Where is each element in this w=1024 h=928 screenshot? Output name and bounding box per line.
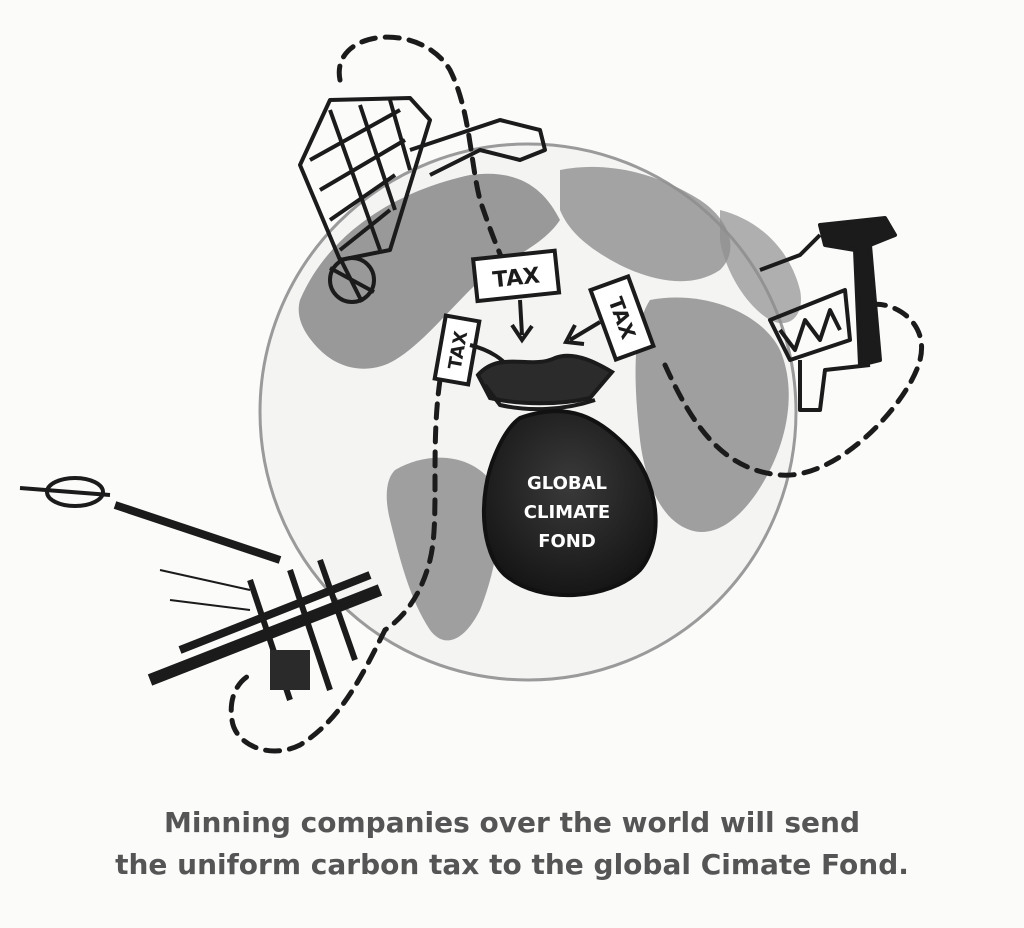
north-america-land <box>298 173 560 369</box>
tax-sign-right: TAX <box>562 273 657 363</box>
dash-loop-right <box>662 301 925 478</box>
excavator-drawing <box>298 96 547 304</box>
climate-fund-bag: GLOBAL CLIMATE FOND <box>481 409 658 598</box>
dash-loop-top <box>336 34 508 268</box>
funnel-drawing <box>475 353 616 412</box>
svg-text:TAX: TAX <box>492 263 542 293</box>
fund-label-line-1: GLOBAL <box>527 473 607 494</box>
europe-land <box>560 166 731 282</box>
pumpjack-drawing <box>759 216 897 412</box>
dashed-flow-lines <box>228 34 925 754</box>
caption-line-2: the uniform carbon tax to the global Cim… <box>115 848 909 881</box>
mining-tax-illustration: TAX TAX TAX GLOBAL CLIMATE FOND <box>19 34 925 754</box>
drilling-platform-drawing <box>19 476 383 701</box>
caption-line-1: Minning companies over the world will se… <box>164 806 860 839</box>
tax-sign-top: TAX <box>470 248 562 344</box>
fund-label-line-3: FOND <box>538 531 596 552</box>
dash-loop-left <box>228 377 443 754</box>
asia-land <box>720 210 801 324</box>
fund-label-line-2: CLIMATE <box>524 502 610 523</box>
africa-land <box>635 297 789 532</box>
